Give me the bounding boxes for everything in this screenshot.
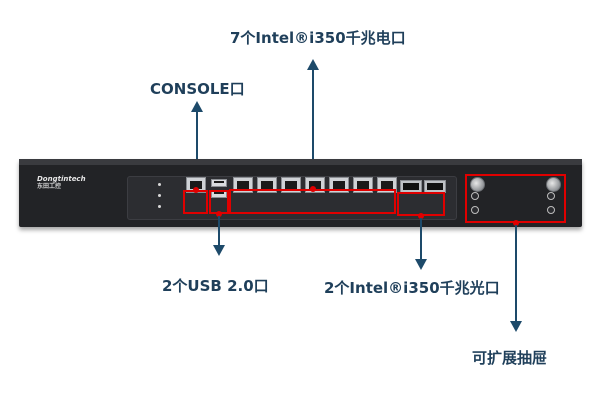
arrow-down-icon <box>213 245 225 256</box>
led-indicator <box>158 205 161 208</box>
led-indicator <box>158 194 161 197</box>
console-highlight <box>183 190 208 214</box>
led-indicator <box>158 183 161 186</box>
arrow-up-icon <box>307 59 319 70</box>
fiber-marker-dot <box>418 213 424 219</box>
drawer-highlight <box>465 174 566 223</box>
drawer-callout-line <box>515 225 517 322</box>
status-leds <box>158 183 162 216</box>
usb-port-label: 2个USB 2.0口 <box>162 277 269 295</box>
arrow-down-icon <box>415 259 427 270</box>
ethernet-callout-line <box>312 68 314 186</box>
console-marker-dot <box>193 187 199 193</box>
ethernet-marker-dot <box>310 186 316 192</box>
panel-screw <box>547 192 555 200</box>
usb-port <box>211 179 227 187</box>
ethernet-highlight <box>229 189 396 214</box>
device-top-edge <box>19 159 582 165</box>
arrow-down-icon <box>510 321 522 332</box>
panel-screw <box>547 206 555 214</box>
console-port-label: CONSOLE口 <box>150 80 245 98</box>
panel-screw <box>471 192 479 200</box>
drawer-knob <box>470 177 485 192</box>
ethernet-ports-label: 7个Intel®i350千兆电口 <box>230 29 406 47</box>
fiber-port <box>424 180 446 193</box>
drawer-label: 可扩展抽屉 <box>472 349 548 367</box>
drawer-marker-dot <box>513 220 519 226</box>
arrow-up-icon <box>191 101 203 112</box>
panel-screw <box>471 206 479 214</box>
fiber-callout-line <box>420 218 422 260</box>
drawer-knob <box>546 177 561 192</box>
usb-marker-dot <box>216 211 222 217</box>
brand-logo: Dongtintech 东田工控 <box>37 175 86 190</box>
fiber-ports-label: 2个Intel®i350千兆光口 <box>324 279 500 297</box>
usb-callout-line <box>218 216 220 246</box>
console-callout-line <box>196 110 198 190</box>
